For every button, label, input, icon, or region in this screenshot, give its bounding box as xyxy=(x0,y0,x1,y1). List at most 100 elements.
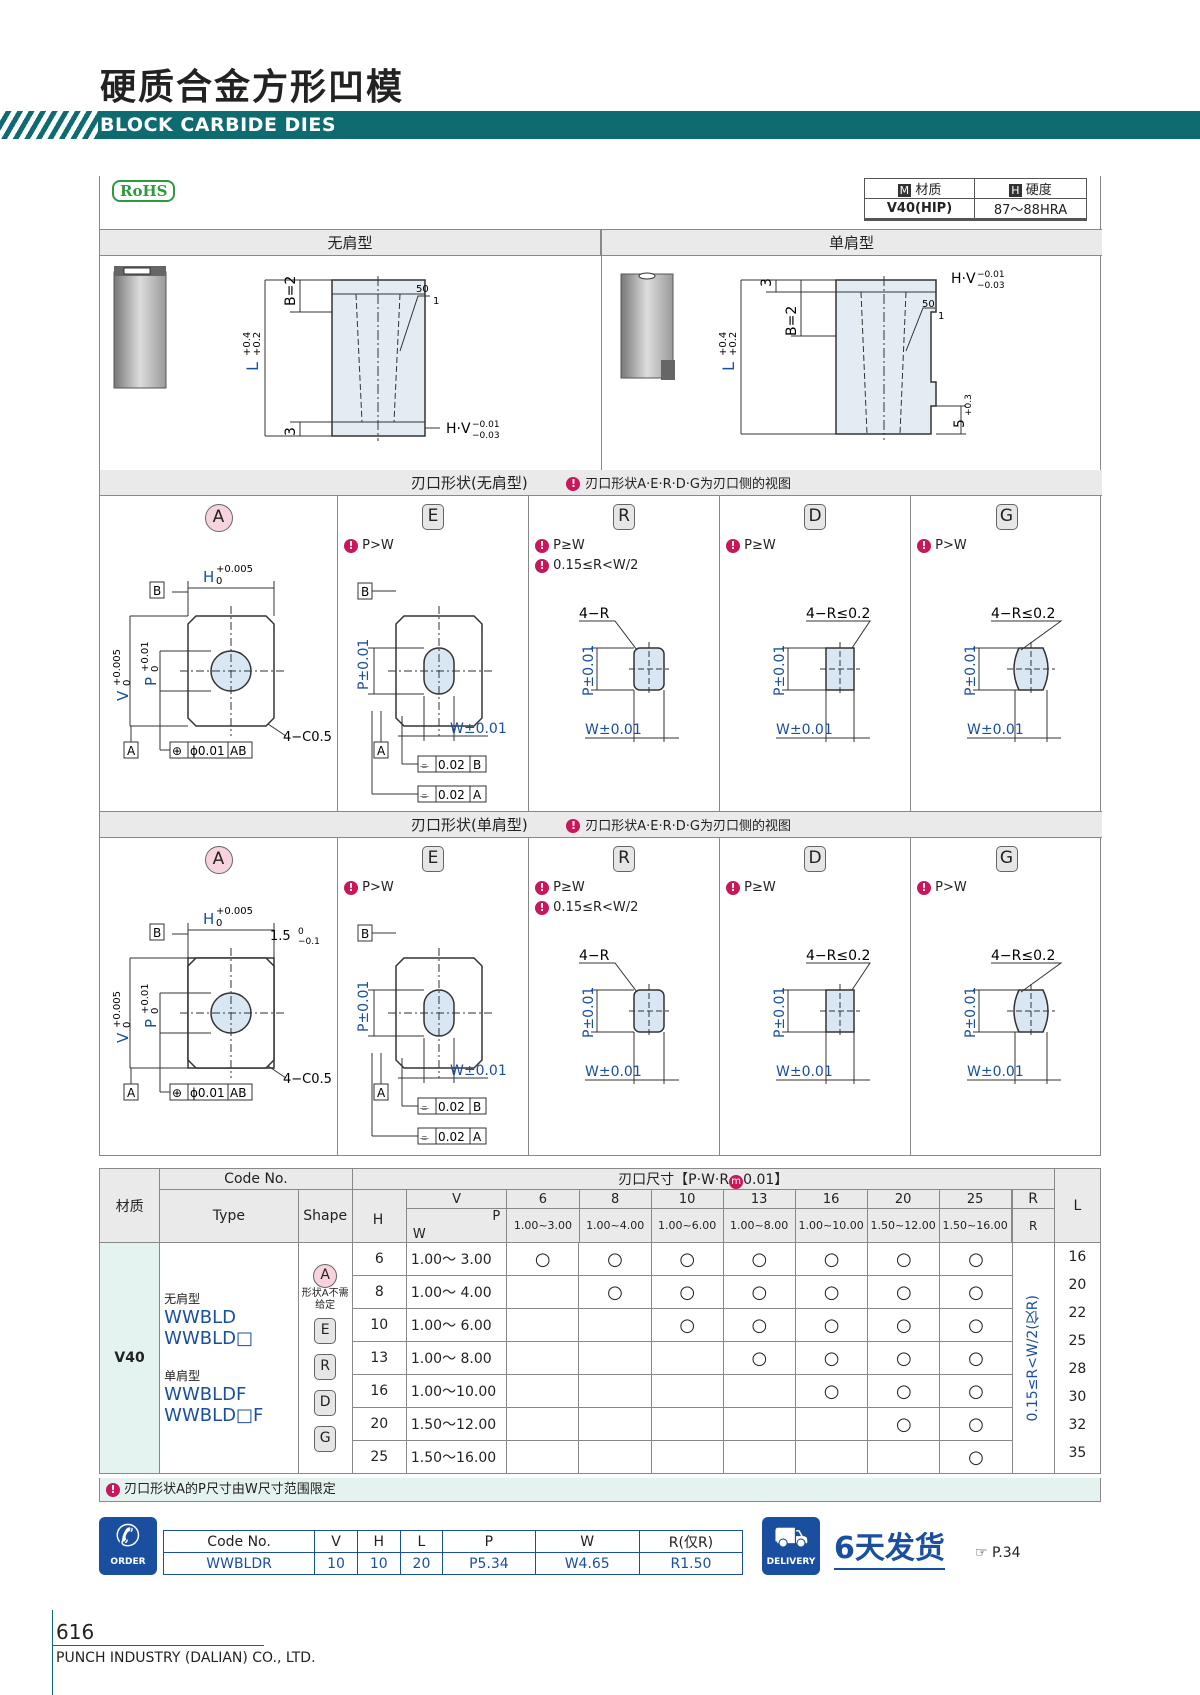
availability-cell xyxy=(506,1275,580,1309)
svg-text:P±0.01: P±0.01 xyxy=(581,987,597,1038)
availability-cell: ○ xyxy=(578,1242,652,1276)
svg-text:⊕: ⊕ xyxy=(172,744,182,758)
svg-text:P±0.01: P±0.01 xyxy=(963,987,979,1038)
availability-cell: ○ xyxy=(506,1242,580,1276)
svg-text:+0.005: +0.005 xyxy=(216,906,253,917)
availability-cell: ○ xyxy=(867,1308,941,1342)
delivery-ref[interactable]: ☞ P.34 xyxy=(975,1545,1021,1561)
order-header: H xyxy=(356,1530,401,1553)
availability-cell xyxy=(578,1407,652,1441)
availability-cell: ○ xyxy=(650,1308,724,1342)
shape-d-drawing: 4−R≤0.2 P±0.01 W±0.01 xyxy=(772,948,871,1084)
svg-text:W±0.01: W±0.01 xyxy=(585,722,642,738)
availability-cell xyxy=(578,1374,652,1408)
svg-text:W±0.01: W±0.01 xyxy=(450,1063,507,1079)
shape-e-drawing: B A W±0.01 P±0.01 ⌯ 0.02 B ⌯ 0.02 xyxy=(356,582,507,803)
l-value: 28 xyxy=(1068,1361,1087,1377)
availability-cell: ○ xyxy=(867,1407,941,1441)
svg-text:⌯: ⌯ xyxy=(420,1101,429,1114)
svg-text:+0.01: +0.01 xyxy=(140,983,151,1014)
shape-d-drawing: 4−R≤0.2 P±0.01 W±0.01 xyxy=(772,606,871,742)
order-value: 20 xyxy=(399,1552,444,1575)
svg-text:0: 0 xyxy=(122,680,133,686)
availability-cell: ○ xyxy=(867,1341,941,1375)
svg-text:P±0.01: P±0.01 xyxy=(356,639,372,690)
shape-a-drawing: B A ⊕ ϕ0.01 AB 4−C0.5 H +0.005 0 V +0.00… xyxy=(112,564,332,759)
delivery-badge: ⛟ DELIVERY xyxy=(762,1517,820,1575)
svg-text:A: A xyxy=(473,788,482,802)
h-icon: H xyxy=(1009,184,1022,197)
svg-text:50: 50 xyxy=(922,299,935,310)
svg-text:P±0.01: P±0.01 xyxy=(963,645,979,696)
shape-row-single-shoulder: A B A ⊕ ϕ0.01 xyxy=(100,838,1102,1156)
shape-badge-g: G xyxy=(995,504,1018,530)
p-head-2: 10 xyxy=(651,1190,724,1208)
v-cell: 1.00～ 6.00 xyxy=(405,1308,508,1342)
svg-text:ϕ0.01: ϕ0.01 xyxy=(190,1086,225,1100)
p-head-3: 13 xyxy=(723,1190,796,1208)
order-value: 10 xyxy=(314,1552,358,1575)
svg-text:W±0.01: W±0.01 xyxy=(450,721,507,737)
h-cell: 16 xyxy=(351,1374,407,1408)
shape-cell-d: D ! P≥W 4−R≤0.2 P±0.01 W±0.01 xyxy=(720,838,911,1156)
shape-cell-r: R ! P≥W ! 0.15≤R<W/2 4−R P±0.01 W±0.01 xyxy=(529,838,720,1156)
w-head-1: 1.00~4.00 xyxy=(579,1209,652,1242)
svg-text:H·V: H·V xyxy=(951,271,976,287)
l-value: 22 xyxy=(1068,1305,1087,1321)
r-range-cell: 0.15≤R<W/2(仅R) xyxy=(1011,1242,1055,1474)
availability-cell xyxy=(722,1374,797,1408)
title-band xyxy=(0,111,1200,139)
warning-icon: ! xyxy=(535,538,549,553)
shape-panel: 刃口形状(无肩型) ! 刃口形状A·E·R·D·G为刃口侧的视图 A B A xyxy=(99,470,1102,1156)
availability-cell xyxy=(867,1440,941,1474)
warning-icon: ! xyxy=(535,900,549,915)
rohs-badge: RoHS xyxy=(112,180,176,202)
v-cell: 1.50～16.00 xyxy=(405,1440,508,1474)
shape-badge-e: E xyxy=(422,504,444,530)
no-shoulder-drawing: B=2 3 L +0.4 +0.2 H·V −0.01 −0.03 50 1 xyxy=(113,266,500,441)
title-stripes xyxy=(0,111,98,139)
shape-g-drawing: 4−R≤0.2 P±0.01 W±0.01 xyxy=(963,606,1063,742)
w-head-2: 1.00~6.00 xyxy=(651,1209,724,1242)
order-value: W4.65 xyxy=(534,1552,640,1575)
svg-text:5: 5 xyxy=(952,419,968,428)
svg-text:0: 0 xyxy=(216,576,222,587)
order-value: WWBLDR xyxy=(162,1552,316,1575)
l-value: 25 xyxy=(1068,1333,1087,1349)
availability-cell: ○ xyxy=(939,1341,1013,1375)
svg-text:0: 0 xyxy=(150,666,161,672)
availability-cell: ○ xyxy=(650,1275,724,1309)
col-pw: P W xyxy=(405,1208,508,1243)
availability-cell: ○ xyxy=(722,1275,797,1309)
availability-cell: ○ xyxy=(867,1242,941,1276)
svg-text:V: V xyxy=(114,690,132,701)
svg-text:4−R≤0.2: 4−R≤0.2 xyxy=(806,606,870,622)
shape-badge-r: R xyxy=(613,504,635,530)
svg-text:0.02: 0.02 xyxy=(438,758,465,772)
availability-cell xyxy=(794,1407,869,1441)
availability-cell xyxy=(578,1308,652,1342)
order-value: P5.34 xyxy=(442,1552,536,1575)
svg-text:+0.2: +0.2 xyxy=(728,332,739,356)
order-value: R1.50 xyxy=(638,1552,744,1575)
p-head-5: 20 xyxy=(867,1190,940,1208)
availability-cell: ○ xyxy=(939,1242,1013,1276)
availability-cell xyxy=(578,1440,652,1474)
shape-row-no-shoulder: A B A ⊕ ϕ0.01 xyxy=(100,496,1102,812)
availability-cell xyxy=(506,1341,580,1375)
footer-rule-vertical xyxy=(52,1610,53,1695)
svg-text:P±0.01: P±0.01 xyxy=(772,645,788,696)
svg-text:W±0.01: W±0.01 xyxy=(967,722,1024,738)
svg-text:0.02: 0.02 xyxy=(438,788,465,802)
svg-text:B=2: B=2 xyxy=(283,276,299,306)
col-material: 材质 xyxy=(98,1168,161,1243)
svg-text:H·V: H·V xyxy=(446,421,471,437)
v-cell: 1.00～ 3.00 xyxy=(405,1242,508,1276)
availability-cell: ○ xyxy=(578,1275,652,1309)
shape-header-no-shoulder: 刃口形状(无肩型) ! 刃口形状A·E·R·D·G为刃口侧的视图 xyxy=(100,470,1102,496)
w-head-6: 1.50~16.00 xyxy=(939,1209,1012,1242)
